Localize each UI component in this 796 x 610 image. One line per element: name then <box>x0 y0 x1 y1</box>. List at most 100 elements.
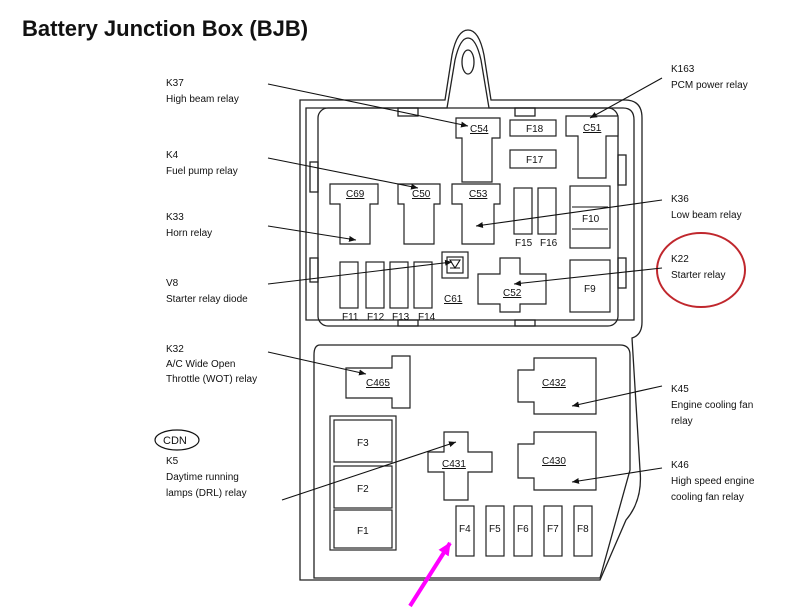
k46-leader-arrow <box>571 467 663 484</box>
k22-highlight-circle <box>656 232 746 308</box>
k22-leader-arrow <box>513 267 663 287</box>
k163-id: K163 <box>671 64 695 75</box>
f8-fuse <box>573 505 593 557</box>
k46-desc-line1: High speed engine <box>671 476 755 487</box>
cdn-badge-text: CDN <box>163 435 187 447</box>
k45-id: K45 <box>671 384 689 395</box>
k36-desc: Low beam relay <box>671 210 742 221</box>
f13-fuse <box>389 261 409 309</box>
c465-label: C465 <box>366 378 390 389</box>
c53-relay-socket <box>451 183 501 245</box>
f16-label: F16 <box>540 238 558 249</box>
c432-label: C432 <box>542 378 566 389</box>
k37-leader-arrow <box>267 83 469 128</box>
k22-id: K22 <box>671 254 689 265</box>
k4-leader-arrow <box>267 157 419 190</box>
page-title: Battery Junction Box (BJB) <box>22 16 308 41</box>
f7-label: F7 <box>547 524 559 535</box>
f3-fuse <box>333 419 393 463</box>
k163-leader-arrow <box>589 77 663 119</box>
v8-desc: Starter relay diode <box>166 294 248 305</box>
c69-label: C69 <box>346 189 365 200</box>
f11-fuse <box>339 261 359 309</box>
f6-label: F6 <box>517 524 529 535</box>
f3-label: F3 <box>357 438 369 449</box>
f17-label: F17 <box>526 155 544 166</box>
f1-fuse <box>333 509 393 549</box>
cdn-badge <box>154 429 200 451</box>
f12-fuse <box>365 261 385 309</box>
f7-fuse <box>543 505 563 557</box>
f13-label: F13 <box>392 312 410 323</box>
magenta-pointer-arrow <box>408 541 452 608</box>
f9-label: F9 <box>584 284 596 295</box>
c52-label: C52 <box>503 288 522 299</box>
k37-desc: High beam relay <box>166 94 239 105</box>
c50-label: C50 <box>412 189 431 200</box>
k5-desc-line1: Daytime running <box>166 472 239 483</box>
f5-label: F5 <box>489 524 501 535</box>
c54-label: C54 <box>470 124 489 135</box>
c54-relay-socket <box>455 117 501 183</box>
k4-id: K4 <box>166 150 179 161</box>
c430-relay-socket <box>517 431 597 491</box>
f14-fuse <box>413 261 433 309</box>
f11-label: F11 <box>342 312 359 323</box>
k4-desc: Fuel pump relay <box>166 166 238 177</box>
k33-id: K33 <box>166 212 184 223</box>
f4-label: F4 <box>459 524 471 535</box>
f18-fuse <box>509 119 557 137</box>
f15-fuse <box>513 187 533 235</box>
c53-label: C53 <box>469 189 488 200</box>
c430-label: C430 <box>542 456 566 467</box>
v8-leader-arrow <box>267 259 453 285</box>
v8-id: V8 <box>166 278 179 289</box>
k32-desc-line2: Throttle (WOT) relay <box>166 374 257 385</box>
f5-fuse <box>485 505 505 557</box>
k22-desc: Starter relay <box>671 270 725 281</box>
bjb-housing <box>299 29 643 581</box>
c431-label: C431 <box>442 459 466 470</box>
k163-desc: PCM power relay <box>671 80 748 91</box>
f10-fuse <box>569 185 611 249</box>
f16-fuse <box>537 187 557 235</box>
k45-desc-line2: relay <box>671 416 693 427</box>
c432-relay-socket <box>517 357 597 415</box>
c52-relay-socket <box>477 257 547 313</box>
f1-label: F1 <box>357 526 369 537</box>
k37-id: K37 <box>166 78 184 89</box>
f17-fuse <box>509 149 557 169</box>
k32-desc-line1: A/C Wide Open <box>166 359 235 370</box>
f12-label: F12 <box>367 312 385 323</box>
k46-desc-line2: cooling fan relay <box>671 492 744 503</box>
v8-diode-icon <box>446 256 464 274</box>
k46-id: K46 <box>671 460 689 471</box>
f10-label: F10 <box>582 214 600 225</box>
k36-leader-arrow <box>475 199 663 229</box>
f2-label: F2 <box>357 484 369 495</box>
k5-desc-line2: lamps (DRL) relay <box>166 488 247 499</box>
k32-leader-arrow <box>267 351 367 376</box>
c50-relay-socket <box>397 183 441 245</box>
k36-id: K36 <box>671 194 689 205</box>
k45-leader-arrow <box>571 385 663 408</box>
f14-label: F14 <box>418 312 436 323</box>
f4-fuse <box>455 505 475 557</box>
k33-desc: Horn relay <box>166 228 212 239</box>
k45-desc-line1: Engine cooling fan <box>671 400 753 411</box>
f8-label: F8 <box>577 524 589 535</box>
c51-label: C51 <box>583 123 602 134</box>
f6-fuse <box>513 505 533 557</box>
k33-leader-arrow <box>267 225 357 242</box>
c61-label: C61 <box>444 294 463 305</box>
f9-fuse <box>569 259 611 313</box>
c465-relay-socket <box>345 355 411 409</box>
k32-id: K32 <box>166 344 184 355</box>
k5-id: K5 <box>166 456 179 467</box>
f15-label: F15 <box>515 238 533 249</box>
k5-leader-arrow <box>281 441 457 501</box>
c51-relay-socket <box>565 115 619 179</box>
f18-label: F18 <box>526 124 544 135</box>
c431-relay-socket <box>427 431 493 501</box>
